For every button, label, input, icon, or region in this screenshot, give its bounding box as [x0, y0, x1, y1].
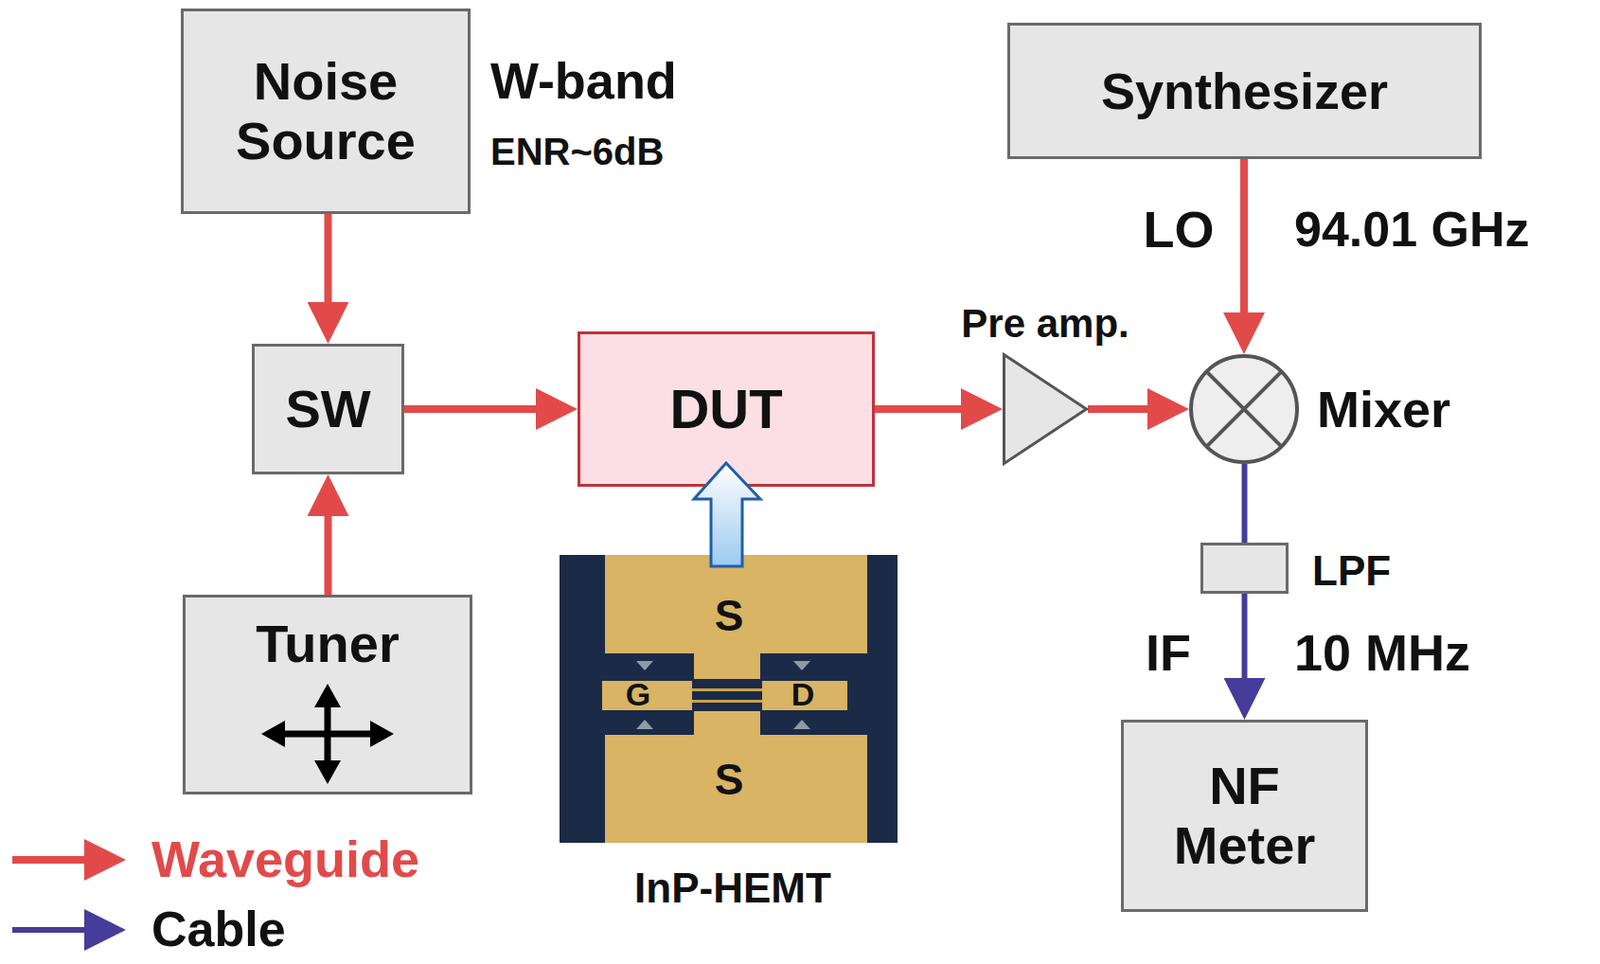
mixer-circle: Mixer: [1189, 354, 1299, 464]
waveguide-connector: [324, 493, 333, 595]
alignment-mark: [636, 719, 654, 729]
legend-entry: Cable: [12, 902, 286, 957]
waveguide-connector: [1087, 405, 1171, 413]
mixer-outline: [1191, 355, 1298, 463]
nf-meter-box: NF Meter: [1120, 719, 1369, 912]
annotation-label: 10 MHz: [1294, 624, 1471, 681]
lpf-box: LPF: [1200, 542, 1289, 594]
preamp-triangle: Pre amp.: [1002, 353, 1088, 465]
legend-text: Cable: [151, 902, 286, 957]
node-label: LPF: [1312, 547, 1391, 594]
hollow-arrow: [693, 462, 761, 567]
noise-source-box: Noise Source: [180, 8, 471, 214]
waveguide-connector: [404, 405, 559, 413]
synthesizer-box: Synthesizer: [1007, 22, 1482, 160]
node-text: SW: [284, 379, 371, 440]
gate-finger: [692, 688, 763, 692]
alignment-mark: [636, 660, 654, 671]
gate-finger: [692, 699, 763, 703]
node-text: Synthesizer: [1101, 62, 1388, 120]
waveguide-connector: [324, 213, 333, 325]
node-text: Noise Source: [192, 52, 460, 171]
annotation-label: W-band: [490, 53, 677, 109]
photo-ground: [559, 554, 898, 843]
alignment-mark: [793, 660, 811, 671]
source-pad: [604, 711, 868, 843]
terminal-label: D: [791, 676, 816, 712]
annotation-label: IF: [1145, 624, 1192, 681]
symbol-head: [314, 683, 341, 708]
node-text: NF Meter: [1132, 756, 1357, 875]
annotation-label: InP-HEMT: [634, 865, 832, 911]
symbol-line: [324, 700, 332, 767]
source-pad: [604, 554, 868, 679]
legend-arrowhead: [84, 908, 126, 951]
amplifier-outline: [1004, 355, 1087, 464]
switch-box: SW: [251, 343, 405, 475]
symbol-head: [314, 760, 341, 784]
alignment-mark: [793, 719, 811, 729]
legend-sample: [12, 838, 126, 881]
mixer-cross: [1206, 371, 1281, 446]
tuner-cross-symbol: [261, 683, 394, 784]
annotation-label: LO: [1143, 201, 1215, 258]
legend-arrowhead: [84, 838, 126, 881]
cable-connector: [1242, 463, 1248, 543]
annotation-label: 94.01 GHz: [1294, 202, 1530, 257]
waveguide-connector: [1240, 159, 1248, 336]
mixer-symbol: [1189, 354, 1299, 464]
symbol-head: [370, 720, 394, 747]
node-label: Mixer: [1316, 380, 1451, 438]
node-text: DUT: [669, 378, 783, 441]
amplifier-symbol: [1002, 353, 1088, 465]
symbol-head: [261, 720, 285, 747]
cable-connector: [1242, 593, 1248, 701]
node-text: Tuner: [255, 614, 399, 675]
terminal-label: S: [714, 755, 745, 804]
terminal-label: S: [714, 591, 745, 640]
waveguide-connector: [874, 405, 984, 413]
mixer-cross: [1206, 371, 1281, 446]
node-label: Pre amp.: [960, 301, 1129, 346]
annotation-label: ENR~6dB: [490, 130, 664, 173]
hemt-photo: [559, 554, 898, 843]
legend-text: Waveguide: [151, 831, 420, 888]
terminal-label: G: [625, 676, 651, 712]
legend-entry: Waveguide: [12, 831, 420, 888]
legend-sample: [12, 908, 126, 951]
